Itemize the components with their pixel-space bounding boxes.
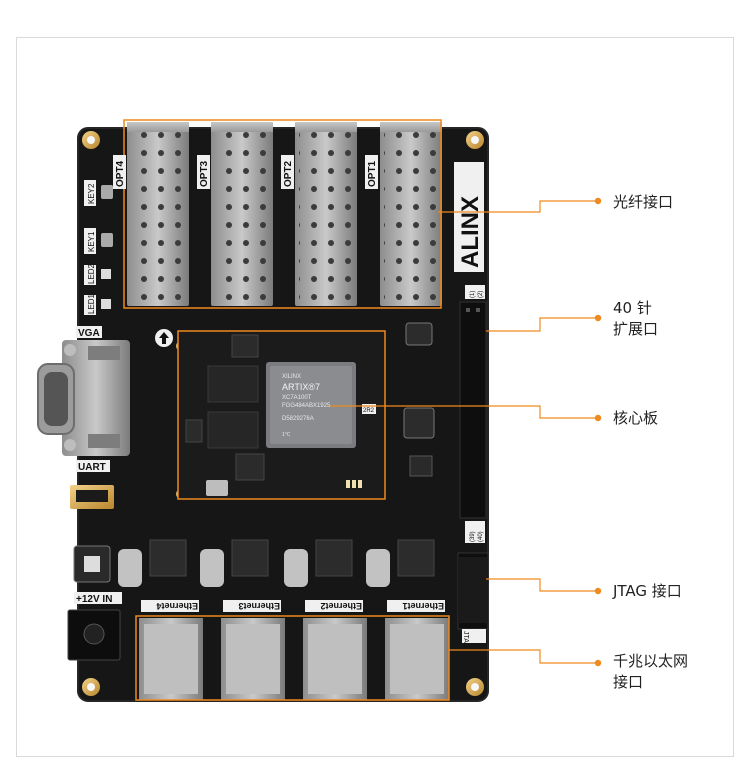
expansion-header-40pin [459,301,487,519]
silk-2r2: 2R2 [363,408,375,414]
pin1-label: (1) [470,291,476,298]
rj45-jacks [139,618,449,700]
uart-label: UART [78,462,106,473]
callout-gigabit-ethernet: 千兆以太网 接口 [613,651,688,693]
key-led-column [84,180,96,315]
callout-40pin-expansion: 40 针 扩展口 [613,298,658,340]
sfp-highlight-box [123,119,442,309]
chip-line3: FGG484ABX1925 [282,403,331,409]
callout-40pin-line2: 扩展口 [613,320,659,338]
callout-jtag: JTAG 接口 [613,581,682,602]
pin39-label: (39) [470,531,476,542]
power-input-label: +12V IN [76,594,112,605]
header-pins [466,308,480,312]
image-frame [16,37,734,757]
eth1-label: Ethernet1 [402,601,444,611]
led1-label: LED1 [87,293,96,314]
callout-ethernet-line2: 接口 [613,673,644,691]
eth4-label: Ethernet4 [156,601,198,611]
opt4-label: OPT4 [115,160,126,187]
vga-label: VGA [78,328,100,339]
callout-40pin-line1: 40 针 [613,299,652,317]
callout-core-board: 核心板 [613,408,658,429]
callout-lines [330,200,598,664]
callout-fiber-interface: 光纤接口 [613,192,673,213]
sfp-cages [127,122,442,306]
callout-jtag-text: JTAG 接口 [613,582,682,600]
chip-line4: D5829276A [282,416,314,422]
pin40-label: (40) [478,531,484,542]
ethernet-phy-chips [118,539,435,587]
key2-label: KEY2 [87,183,96,204]
opt3-label: OPT3 [199,160,210,187]
callout-fiber-text: 光纤接口 [613,193,674,211]
chip-family: ARTIX®7 [282,382,320,392]
key1-label: KEY1 [87,231,96,252]
alinx-logo-block [454,162,484,272]
led2-label: LED2 [87,263,96,284]
callout-core-text: 核心板 [613,409,659,427]
callout-dots [594,197,602,667]
opt2-label: OPT2 [283,160,294,187]
eth2-label: Ethernet2 [320,601,362,611]
opt1-label: OPT1 [367,160,378,187]
eth3-label: Ethernet3 [238,601,280,611]
vga-connector [37,340,130,456]
chip-part: XC7A100T [282,395,312,401]
chip-brand: XILINX [282,374,301,380]
pin2-label: (2) [478,291,484,298]
chip-line5: 1°C [282,432,291,438]
ethernet-highlight-box [135,615,450,701]
jtag-silk-label: JTAG [462,631,469,648]
callout-ethernet-line1: 千兆以太网 [613,652,689,670]
opt-silk-labels [113,155,378,189]
alinx-logo: ALINX [457,196,484,268]
